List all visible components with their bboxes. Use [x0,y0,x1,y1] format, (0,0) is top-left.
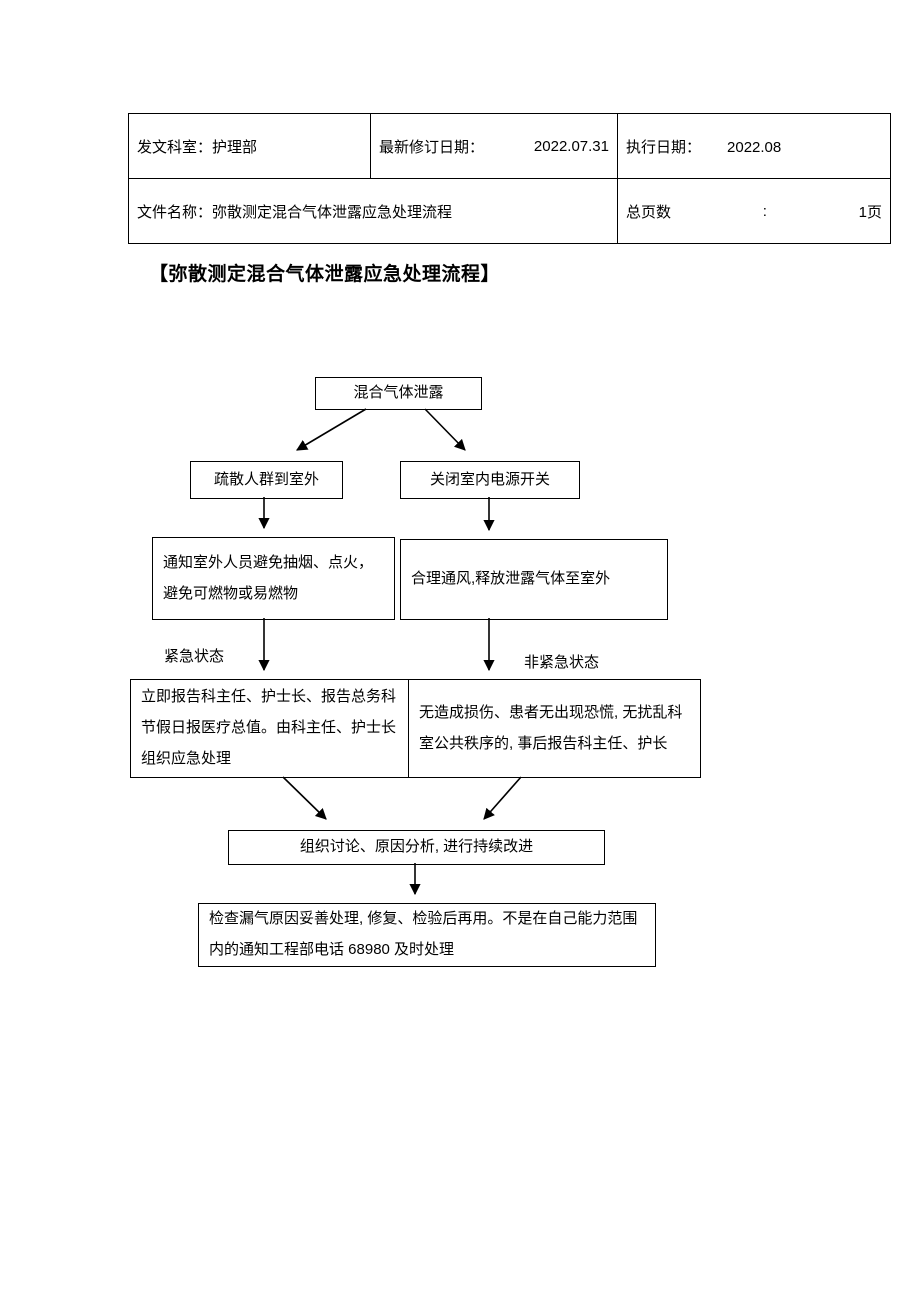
revision-date-label: 最新修订日期： [379,138,485,156]
emergency-state-label: 紧急状态 [164,648,225,665]
page-count-colon: : [762,202,767,220]
exec-date-value: 2022.08 [727,138,782,156]
page-count-cell: 总页数 : 1页 [617,178,891,244]
non-emergency-state-label: 非紧急状态 [524,654,600,671]
issuing-dept-text: 发文科室：护理部 [137,138,258,156]
flow-node-notify-outside: 通知室外人员避免抽烟、点火，避免可燃物或易燃物 [152,537,395,620]
exec-date-label: 执行日期： [626,138,702,156]
arrow-report1-to-discuss-icon [282,776,327,820]
flow-node-ventilate: 合理通风,释放泄露气体至室外 [400,539,668,620]
file-name-text: 文件名称：弥散测定混合气体泄露应急处理流程 [137,203,453,221]
flow-node-report-non-emergency: 无造成损伤、患者无出现恐慌, 无扰乱科室公共秩序的, 事后报告科主任、护长 [408,679,701,778]
arrow-report2-to-discuss-icon [483,776,522,820]
arrow-start-to-power-icon [424,408,466,451]
arrow-start-to-evacuate-icon [296,408,367,451]
revision-date-cell: 最新修订日期： 2022.07.31 [370,113,618,179]
page-count-value: 1页 [858,203,882,221]
flow-node-start: 混合气体泄露 [315,377,482,410]
exec-date-cell: 执行日期： 2022.08 [617,113,891,179]
file-name-cell: 文件名称：弥散测定混合气体泄露应急处理流程 [128,178,618,244]
flow-node-discuss: 组织讨论、原因分析, 进行持续改进 [228,830,605,865]
flow-node-final: 检查漏气原因妥善处理, 修复、检验后再用。不是在自己能力范围内的通知工程部电话 … [198,903,656,967]
revision-date-value: 2022.07.31 [533,137,609,155]
page-count-label: 总页数 [626,203,672,221]
flow-node-power-off: 关闭室内电源开关 [400,461,580,499]
flow-node-evacuate: 疏散人群到室外 [190,461,343,499]
document-header-table: 发文科室：护理部 最新修订日期： 2022.07.31 执行日期： 2022.08… [128,113,891,244]
header-row-1: 发文科室：护理部 最新修订日期： 2022.07.31 执行日期： 2022.08 [128,113,891,179]
page-title: 【弥散测定混合气体泄露应急处理流程】 [149,264,501,285]
issuing-dept-cell: 发文科室：护理部 [128,113,371,179]
flow-node-report-emergency: 立即报告科主任、护士长、报告总务科节假日报医疗总值。由科主任、护士长组织应急处理 [130,679,417,778]
header-row-2: 文件名称：弥散测定混合气体泄露应急处理流程 总页数 : 1页 [128,178,891,244]
